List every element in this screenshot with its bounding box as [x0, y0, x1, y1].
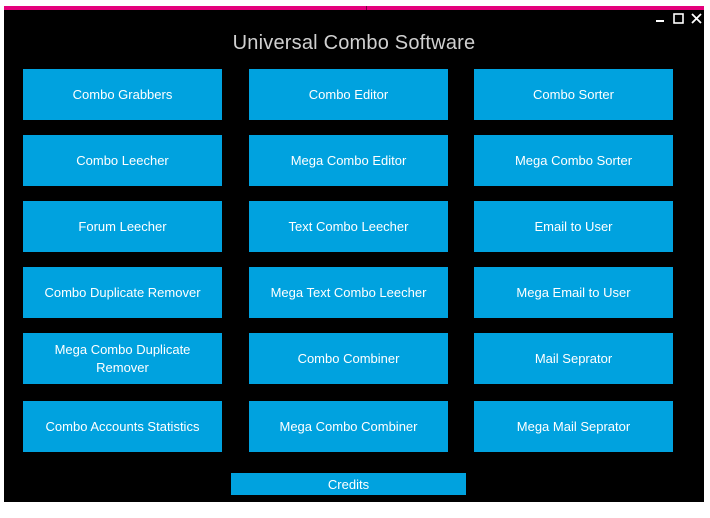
- credits-button[interactable]: Credits: [231, 473, 466, 495]
- combo-sorter-button[interactable]: Combo Sorter: [474, 69, 673, 120]
- combo-editor-button[interactable]: Combo Editor: [249, 69, 448, 120]
- combo-duplicate-remover-button[interactable]: Combo Duplicate Remover: [23, 267, 222, 318]
- mega-mail-seprator-button[interactable]: Mega Mail Seprator: [474, 401, 673, 452]
- window-title: Universal Combo Software: [232, 32, 476, 54]
- combo-accounts-statistics-button[interactable]: Combo Accounts Statistics: [23, 401, 222, 452]
- mega-combo-editor-button[interactable]: Mega Combo Editor: [249, 135, 448, 186]
- maximize-icon[interactable]: [672, 12, 684, 24]
- combo-leecher-button[interactable]: Combo Leecher: [23, 135, 222, 186]
- mail-seprator-button[interactable]: Mail Seprator: [474, 333, 673, 384]
- mega-email-to-user-button[interactable]: Mega Email to User: [474, 267, 673, 318]
- text-combo-leecher-button[interactable]: Text Combo Leecher: [249, 201, 448, 252]
- combo-combiner-button[interactable]: Combo Combiner: [249, 333, 448, 384]
- email-to-user-button[interactable]: Email to User: [474, 201, 673, 252]
- app-window: Universal Combo Software Combo Grabbers …: [4, 6, 704, 502]
- forum-leecher-button[interactable]: Forum Leecher: [23, 201, 222, 252]
- mega-combo-duplicate-remover-button[interactable]: Mega Combo Duplicate Remover: [23, 333, 222, 384]
- window-controls: [654, 12, 702, 24]
- combo-grabbers-button[interactable]: Combo Grabbers: [23, 69, 222, 120]
- minimize-icon[interactable]: [654, 12, 666, 24]
- mega-combo-sorter-button[interactable]: Mega Combo Sorter: [474, 135, 673, 186]
- close-icon[interactable]: [690, 12, 702, 24]
- mega-text-combo-leecher-button[interactable]: Mega Text Combo Leecher: [249, 267, 448, 318]
- mega-combo-combiner-button[interactable]: Mega Combo Combiner: [249, 401, 448, 452]
- title-bar-divider: [366, 6, 367, 10]
